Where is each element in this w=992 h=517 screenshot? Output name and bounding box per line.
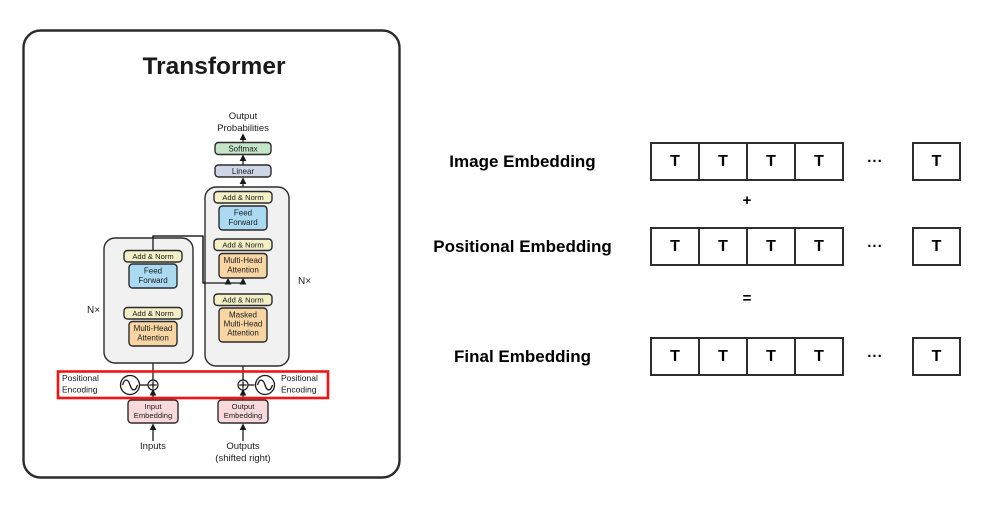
embedding-cell-last: T [912, 227, 961, 266]
embedding-cell: T [650, 227, 700, 266]
svg-text:Output: Output [229, 111, 258, 122]
decoder-add-norm-2: Add & Norm [213, 238, 273, 252]
embedding-cell: T [794, 142, 844, 181]
positional-encoding-right: Positional Encoding [237, 373, 318, 396]
encoder-add-norm-2: Add & Norm [123, 306, 183, 320]
masked-multi-head-attention-box: Masked Multi-Head Attention [218, 307, 268, 343]
transformer-diagram: Transformer Output Probabilities [22, 29, 401, 479]
svg-text:Encoding: Encoding [62, 385, 98, 395]
embedding-cell: T [650, 337, 700, 376]
ellipsis: ... [867, 234, 883, 251]
equals-operator: = [742, 290, 752, 307]
svg-text:Add & Norm: Add & Norm [132, 252, 173, 261]
final-embedding-label: Final Embedding [454, 346, 591, 366]
embedding-cell: T [698, 142, 748, 181]
svg-text:Outputs: Outputs [226, 441, 260, 452]
embedding-cell: T [746, 227, 796, 266]
svg-text:Forward: Forward [138, 276, 167, 285]
diagram-title: Transformer [143, 53, 286, 80]
image-embedding-row: T T T T [650, 142, 844, 181]
svg-text:Add & Norm: Add & Norm [132, 309, 173, 318]
svg-text:Attention: Attention [227, 329, 259, 338]
svg-text:Multi-Head: Multi-Head [224, 320, 263, 329]
n-times-right-label: N× [298, 276, 311, 287]
svg-text:Masked: Masked [229, 311, 257, 320]
image-embedding-label: Image Embedding [449, 151, 596, 171]
softmax-box: Softmax [214, 141, 272, 156]
embedding-cell: T [746, 337, 796, 376]
svg-text:Embedding: Embedding [224, 411, 262, 420]
svg-text:Positional: Positional [281, 373, 318, 383]
encoder-multi-head-attention: Multi-Head Attention [128, 320, 178, 347]
svg-text:Output: Output [232, 402, 256, 411]
ellipsis: ... [867, 149, 883, 166]
linear-box: Linear [214, 164, 272, 178]
svg-text:Feed: Feed [234, 209, 252, 218]
n-times-left-label: N× [87, 305, 100, 316]
svg-text:Softmax: Softmax [228, 145, 257, 154]
output-probabilities-label: Output Probabilities [217, 111, 269, 134]
encoder-feed-forward: Feed Forward [128, 263, 178, 289]
output-embedding-box: Output Embedding [217, 399, 269, 424]
encoder-add-norm-1: Add & Norm [123, 249, 183, 263]
svg-text:Add & Norm: Add & Norm [222, 193, 263, 202]
positional-embedding-label: Positional Embedding [433, 236, 612, 256]
svg-text:Forward: Forward [228, 218, 257, 227]
embedding-cell: T [650, 142, 700, 181]
svg-text:(shifted right): (shifted right) [215, 453, 270, 464]
svg-text:Multi-Head: Multi-Head [134, 324, 173, 333]
embedding-cell-last: T [912, 142, 961, 181]
svg-text:Add & Norm: Add & Norm [222, 241, 263, 250]
input-embedding-box: Input Embedding [127, 399, 179, 424]
svg-text:Input: Input [145, 402, 163, 411]
decoder-multi-head-attention: Multi-Head Attention [218, 252, 268, 279]
decoder-add-norm-1: Add & Norm [213, 190, 273, 204]
embedding-cell: T [746, 142, 796, 181]
svg-text:Linear: Linear [232, 167, 255, 176]
svg-text:Probabilities: Probabilities [217, 123, 269, 134]
decoder-feed-forward: Feed Forward [218, 205, 268, 231]
decoder-add-norm-3: Add & Norm [213, 293, 273, 307]
svg-text:Add & Norm: Add & Norm [222, 296, 263, 305]
svg-text:Feed: Feed [144, 267, 162, 276]
svg-text:Attention: Attention [137, 334, 169, 343]
embedding-cell: T [698, 337, 748, 376]
svg-text:Embedding: Embedding [134, 411, 172, 420]
cross-line-overlay [152, 235, 247, 285]
final-embedding-row: T T T T [650, 337, 844, 376]
ellipsis: ... [867, 344, 883, 361]
positional-encoding-left: Positional Encoding [62, 373, 159, 396]
positional-embedding-row: T T T T [650, 227, 844, 266]
svg-text:Multi-Head: Multi-Head [224, 256, 263, 265]
svg-text:Attention: Attention [227, 266, 259, 275]
embedding-cell-last: T [912, 337, 961, 376]
svg-text:Encoding: Encoding [281, 385, 317, 395]
positional-encoding-highlight-box [56, 370, 330, 400]
embedding-cell: T [698, 227, 748, 266]
embedding-cell: T [794, 227, 844, 266]
svg-text:Positional: Positional [62, 373, 99, 383]
embedding-cell: T [794, 337, 844, 376]
inputs-label: Inputs [140, 441, 166, 452]
plus-operator: + [742, 192, 752, 209]
outputs-label: Outputs (shifted right) [215, 441, 270, 464]
